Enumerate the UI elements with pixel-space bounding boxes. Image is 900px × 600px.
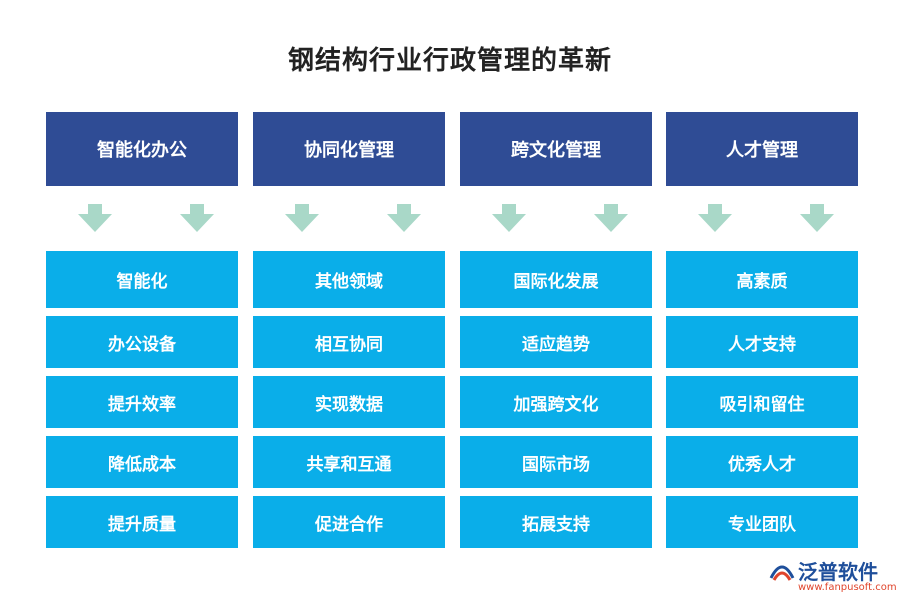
list-item: 适应趋势 — [460, 316, 652, 368]
list-item: 国际化发展 — [460, 251, 652, 308]
list-item: 相互协同 — [253, 316, 445, 368]
list-item: 高素质 — [666, 251, 858, 308]
column-header: 智能化办公 — [46, 112, 238, 186]
column-3: 跨文化管理国际化发展适应趋势加强跨文化国际市场拓展支持 — [460, 112, 652, 556]
down-arrow-icon — [285, 204, 319, 234]
list-item: 专业团队 — [666, 496, 858, 548]
column-4: 人才管理高素质人才支持吸引和留住优秀人才专业团队 — [666, 112, 858, 556]
down-arrow-icon — [78, 204, 112, 234]
list-item: 其他领域 — [253, 251, 445, 308]
list-item: 办公设备 — [46, 316, 238, 368]
column-2: 协同化管理其他领域相互协同实现数据共享和互通促进合作 — [253, 112, 445, 556]
list-item: 提升质量 — [46, 496, 238, 548]
down-arrow-icon — [492, 204, 526, 234]
down-arrow-icon — [387, 204, 421, 234]
list-item: 提升效率 — [46, 376, 238, 428]
list-item: 智能化 — [46, 251, 238, 308]
column-1: 智能化办公智能化办公设备提升效率降低成本提升质量 — [46, 112, 238, 556]
list-item: 促进合作 — [253, 496, 445, 548]
down-arrow-icon — [800, 204, 834, 234]
page-title: 钢结构行业行政管理的革新 — [287, 46, 612, 76]
list-item: 拓展支持 — [460, 496, 652, 548]
down-arrow-icon — [180, 204, 214, 234]
brand-name: 泛普软件 — [798, 560, 878, 584]
list-item: 国际市场 — [460, 436, 652, 488]
column-header: 协同化管理 — [253, 112, 445, 186]
arrow-row — [253, 186, 445, 248]
down-arrow-icon — [594, 204, 628, 234]
list-item: 降低成本 — [46, 436, 238, 488]
list-item: 优秀人才 — [666, 436, 858, 488]
column-header: 跨文化管理 — [460, 112, 652, 186]
arrow-row — [666, 186, 858, 248]
arrow-row — [46, 186, 238, 248]
list-item: 实现数据 — [253, 376, 445, 428]
arrow-row — [460, 186, 652, 248]
down-arrow-icon — [698, 204, 732, 234]
brand-url: www.fanpusoft.com — [798, 582, 897, 593]
brand-logo: 泛普软件 www.fanpusoft.com — [768, 556, 897, 596]
list-item: 吸引和留住 — [666, 376, 858, 428]
brand-logo-icon — [769, 565, 795, 581]
list-item: 共享和互通 — [253, 436, 445, 488]
list-item: 人才支持 — [666, 316, 858, 368]
column-header: 人才管理 — [666, 112, 858, 186]
list-item: 加强跨文化 — [460, 376, 652, 428]
